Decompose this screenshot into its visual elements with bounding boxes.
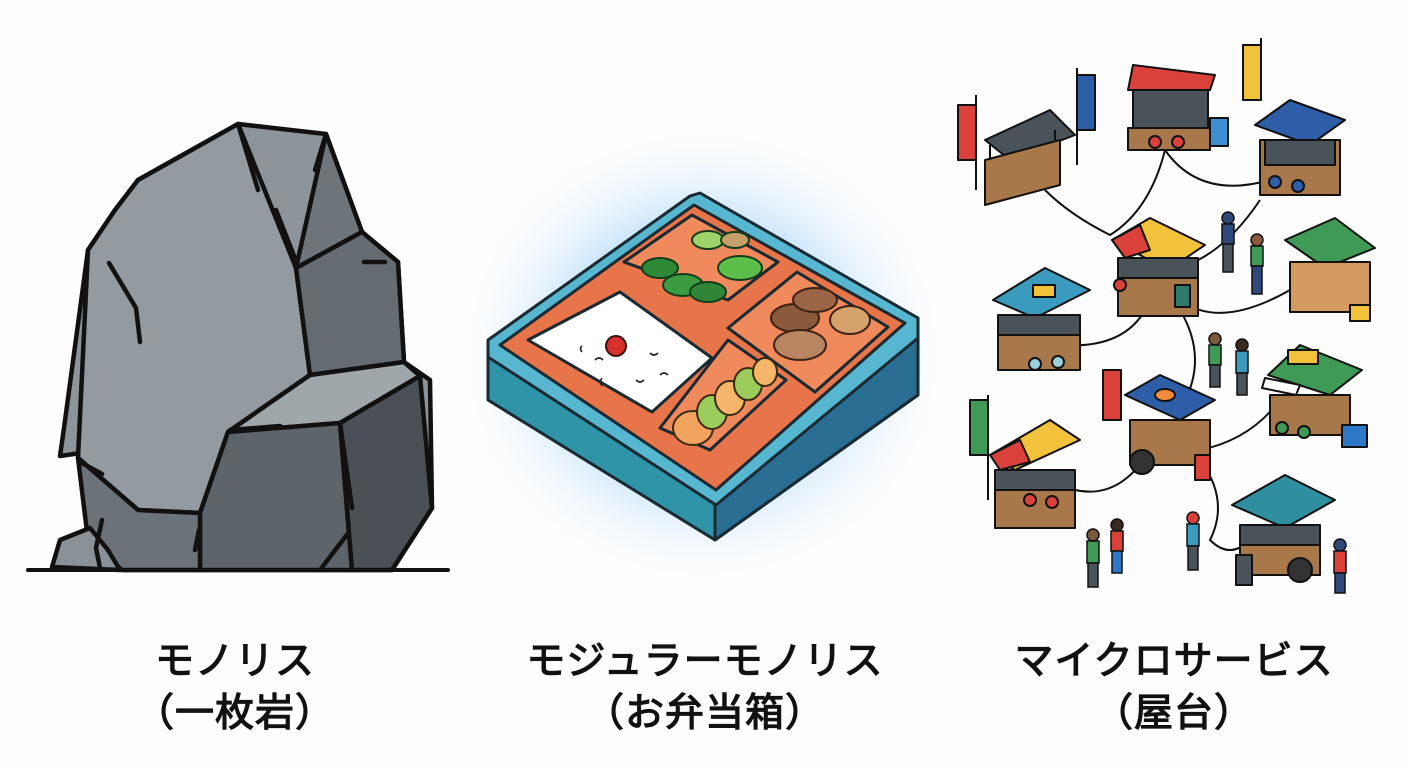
microservices-panel: マイクロサービス （屋台） xyxy=(940,0,1408,768)
modular-monolith-title: モジュラーモノリス xyxy=(526,639,884,684)
monolith-subtitle: （一枚岩） xyxy=(134,691,335,736)
modular-monolith-caption: モジュラーモノリス （お弁当箱） xyxy=(470,636,940,740)
modular-monolith-panel: モジュラーモノリス （お弁当箱） xyxy=(470,0,940,768)
bento-box-icon xyxy=(470,120,940,590)
microservices-caption: マイクロサービス （屋台） xyxy=(940,636,1408,740)
monolith-caption: モノリス （一枚岩） xyxy=(0,636,470,740)
modular-monolith-subtitle: （お弁当箱） xyxy=(584,691,825,736)
microservices-title: マイクロサービス xyxy=(1014,639,1334,684)
microservices-subtitle: （屋台） xyxy=(1093,691,1254,736)
monolith-title: モノリス xyxy=(154,639,315,684)
food-stalls-icon xyxy=(957,38,1376,594)
rock-icon xyxy=(26,121,450,573)
monolith-panel: モノリス （一枚岩） xyxy=(0,0,470,768)
